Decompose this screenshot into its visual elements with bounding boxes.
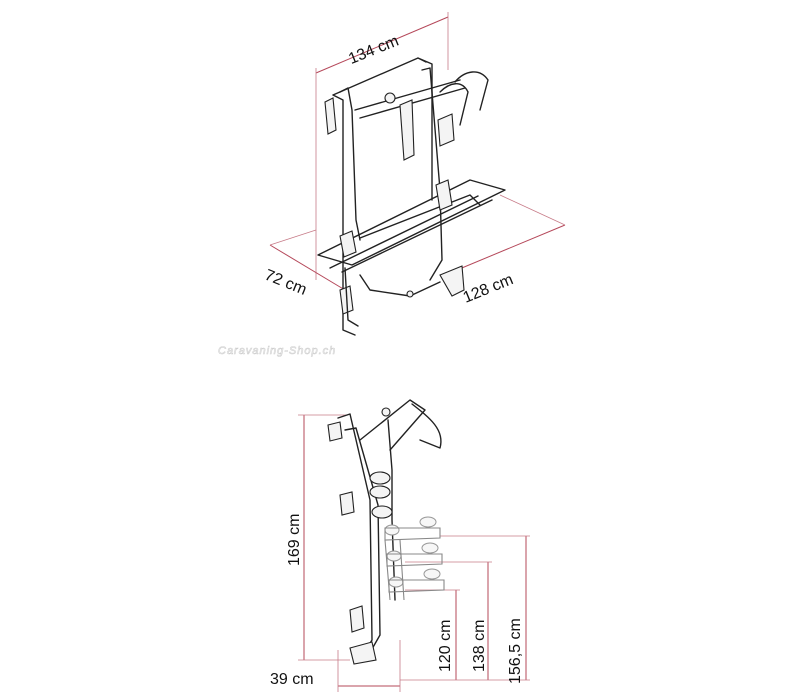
- upper-arm: [359, 399, 426, 451]
- rail-1: [317, 179, 506, 266]
- rail-height-3-label: 156,5 cm: [507, 618, 524, 684]
- main-tube-front: [344, 427, 381, 657]
- lower-frame: [344, 267, 441, 327]
- depth-label: 72 cm: [262, 267, 309, 299]
- upper-left-bracket: [324, 97, 337, 135]
- top-mount: [327, 421, 343, 442]
- length-dimension-line: [444, 224, 566, 276]
- watermark: Caravaning-Shop.ch: [218, 345, 336, 357]
- top-view-drawing: 134 cm 72 cm 128 cm: [262, 12, 566, 336]
- clamp-housing: [437, 113, 455, 147]
- clamp-arm-1: [454, 71, 489, 111]
- top-knob: [384, 92, 396, 104]
- frame-left-tube: [339, 87, 361, 241]
- rail-height-1-label: 120 cm: [437, 620, 454, 672]
- clamp-ring-3: [371, 505, 393, 519]
- clamp-arm-2: [439, 83, 469, 126]
- rail-ring-mid: [421, 542, 439, 554]
- middle-mount: [339, 491, 355, 516]
- rail-ring-low: [423, 568, 441, 580]
- rail-end-clamp: [339, 230, 357, 258]
- rail-2: [329, 195, 493, 273]
- arm-pivot: [381, 407, 391, 417]
- length-extension: [499, 194, 566, 226]
- strap: [399, 99, 415, 161]
- rail-ring-left-mid: [386, 550, 402, 562]
- rail-support: [359, 194, 481, 239]
- top-clamp: [411, 403, 442, 449]
- depth-extension: [269, 229, 317, 246]
- rail-top: [384, 527, 441, 541]
- width-label: 134 cm: [346, 33, 401, 68]
- rail-support-side: [384, 539, 405, 601]
- offset-label: 39 cm: [270, 671, 314, 688]
- clamp-ring-1: [369, 471, 391, 485]
- side-view-drawing: 169 cm 39 cm 120 cm 138 cm 156,5 cm: [270, 399, 530, 692]
- length-label: 128 cm: [461, 271, 516, 306]
- depth-dimension-line: [269, 244, 346, 291]
- rail-ring-top: [419, 516, 437, 528]
- lower-joint: [406, 290, 414, 298]
- frame-outline: [332, 57, 433, 336]
- rail-ring-left-low: [388, 576, 404, 588]
- clamp-ring-2: [369, 485, 391, 499]
- rail-positions: [384, 516, 445, 601]
- rail-ring-left-top: [384, 524, 400, 536]
- foot-bracket: [349, 641, 377, 665]
- rail-height-2-label: 138 cm: [471, 620, 488, 672]
- lower-mount: [439, 265, 465, 297]
- height-label: 169 cm: [286, 514, 303, 566]
- width-dimension-line: [315, 16, 449, 74]
- rail-clamp: [435, 179, 453, 211]
- lower-mount-side: [349, 605, 365, 633]
